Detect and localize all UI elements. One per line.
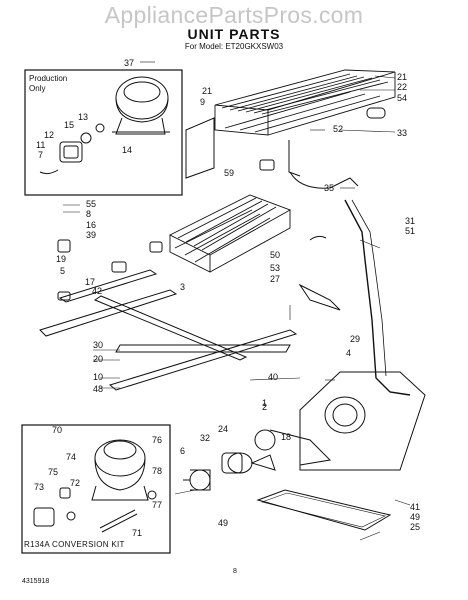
base-rails bbox=[39, 269, 298, 391]
small-part-59 bbox=[259, 159, 275, 171]
callout: 50 bbox=[270, 250, 281, 260]
callout: 27 bbox=[270, 274, 281, 284]
small-part-39 bbox=[149, 241, 163, 253]
callout: 31 bbox=[405, 216, 416, 226]
callout: 51 bbox=[405, 226, 416, 236]
model-line: For Model: ET20GKXSW03 bbox=[184, 42, 284, 51]
discharge-tube bbox=[289, 171, 359, 189]
small-part-54 bbox=[366, 107, 386, 119]
callout: 4 bbox=[346, 348, 352, 358]
callout: 3 bbox=[180, 282, 186, 292]
suction-tube bbox=[344, 199, 411, 396]
callout: 48 bbox=[93, 384, 104, 394]
motor-left bbox=[183, 469, 211, 491]
kit-grommet-2 bbox=[147, 490, 157, 500]
production-only-label: Production Only bbox=[29, 74, 68, 93]
callout: 75 bbox=[48, 467, 59, 477]
machine-compartment bbox=[269, 371, 426, 471]
fan-motor bbox=[221, 429, 276, 474]
callout: 6 bbox=[180, 446, 186, 456]
callout: 10 bbox=[93, 372, 104, 382]
small-part-5 bbox=[57, 291, 71, 301]
callout: 17 bbox=[85, 277, 96, 287]
callout: 16 bbox=[86, 220, 97, 230]
small-part-19 bbox=[57, 239, 71, 253]
document-number: 4315918 bbox=[22, 578, 50, 585]
callout: 13 bbox=[78, 112, 89, 122]
callout: 76 bbox=[152, 435, 163, 445]
callout: 53 bbox=[270, 263, 281, 273]
conversion-kit-label: R134A CONVERSION KIT bbox=[24, 540, 125, 549]
relay-overload bbox=[39, 123, 105, 175]
callout: 78 bbox=[152, 466, 163, 476]
conversion-kit-box bbox=[21, 424, 171, 554]
callout: 9 bbox=[200, 97, 206, 107]
callout: 39 bbox=[86, 230, 97, 240]
watermark: AppliancePartsPros.com bbox=[104, 2, 364, 28]
callout: 33 bbox=[397, 128, 408, 138]
callout: 59 bbox=[224, 168, 235, 178]
small-part-17 bbox=[111, 261, 127, 273]
compressor-kit bbox=[91, 439, 149, 501]
callout: 73 bbox=[34, 482, 45, 492]
callout: 71 bbox=[132, 528, 143, 538]
filter-drier bbox=[99, 509, 138, 533]
tube bbox=[288, 140, 301, 177]
kit-overload bbox=[59, 487, 71, 499]
callout: 12 bbox=[44, 130, 55, 140]
callout: 30 bbox=[93, 340, 104, 350]
callout: 49 bbox=[218, 518, 229, 528]
callout: 52 bbox=[333, 124, 344, 134]
callout: 55 bbox=[86, 199, 97, 209]
callout: 19 bbox=[56, 254, 67, 264]
callout: 40 bbox=[268, 372, 279, 382]
callout: 21 bbox=[202, 86, 213, 96]
callout: 54 bbox=[397, 93, 408, 103]
kit-relay bbox=[33, 507, 55, 527]
callout: 2 bbox=[262, 402, 268, 412]
callout: 49 bbox=[410, 512, 421, 522]
callout: 24 bbox=[218, 424, 229, 434]
kit-grommet bbox=[66, 511, 76, 521]
callout: 14 bbox=[122, 145, 133, 155]
drain-pan bbox=[256, 489, 392, 531]
callout: 72 bbox=[70, 478, 81, 488]
callout: 5 bbox=[60, 266, 66, 276]
callout: 18 bbox=[281, 432, 292, 442]
callout: 11 bbox=[36, 140, 46, 150]
compressor-production bbox=[112, 76, 170, 135]
callout: 35 bbox=[324, 183, 335, 193]
bracket-27 bbox=[298, 283, 341, 311]
callout: 70 bbox=[52, 425, 63, 435]
callout: 32 bbox=[200, 433, 211, 443]
callout: 41 bbox=[410, 502, 421, 512]
callout: 29 bbox=[350, 334, 361, 344]
callout: 20 bbox=[93, 354, 104, 364]
page-title: UNIT PARTS bbox=[187, 26, 281, 42]
production-only-box bbox=[24, 69, 183, 196]
clip-50 bbox=[309, 235, 327, 241]
callout: 22 bbox=[397, 82, 408, 92]
bracket bbox=[185, 117, 215, 179]
callout: 37 bbox=[124, 58, 135, 68]
page-number: 8 bbox=[233, 568, 237, 575]
callout: 1 bbox=[262, 398, 268, 408]
callout: 74 bbox=[66, 452, 77, 462]
callout: 77 bbox=[152, 500, 163, 510]
callout: 8 bbox=[86, 209, 92, 219]
callout: 21 bbox=[397, 72, 408, 82]
condenser-coil bbox=[214, 69, 396, 136]
callout: 42 bbox=[92, 286, 103, 296]
callout: 7 bbox=[38, 150, 44, 160]
evaporator-coil bbox=[168, 194, 292, 273]
callout: 25 bbox=[410, 522, 421, 532]
callout: 15 bbox=[64, 120, 75, 130]
